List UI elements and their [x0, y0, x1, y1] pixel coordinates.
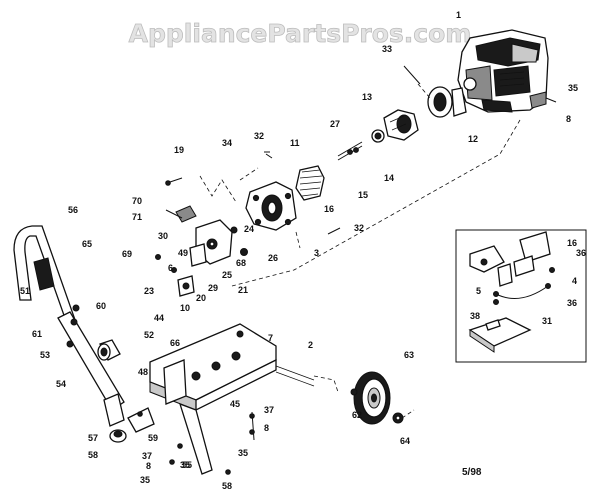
callout-26: 26	[268, 253, 278, 263]
callout-36: 36	[567, 298, 577, 308]
callout-61: 61	[32, 329, 42, 339]
unloader-valve-assembly	[155, 177, 248, 297]
callout-68: 68	[236, 258, 246, 268]
connector-lines	[165, 65, 521, 419]
callout-24: 24	[244, 224, 254, 234]
callout-30: 30	[158, 231, 168, 241]
callout-32: 32	[354, 223, 364, 233]
callout-35: 35	[180, 460, 190, 470]
callout-58: 58	[88, 450, 98, 460]
callout-44: 44	[154, 313, 164, 323]
callout-20: 20	[196, 293, 206, 303]
callout-8: 8	[566, 114, 571, 124]
callout-52: 52	[144, 330, 154, 340]
handle-frame	[13, 225, 127, 443]
callout-33: 33	[382, 44, 392, 54]
wheel-assembly	[350, 371, 404, 425]
callout-34: 34	[222, 138, 232, 148]
callout-27: 27	[330, 119, 340, 129]
callout-38: 38	[470, 311, 480, 321]
callout-29: 29	[208, 283, 218, 293]
crankcase-housing	[245, 165, 325, 231]
callout-13: 13	[362, 92, 372, 102]
callout-62: 62	[352, 410, 362, 420]
callout-58: 58	[222, 481, 232, 491]
callout-55: 55	[182, 460, 192, 470]
callout-31: 31	[542, 316, 552, 326]
callout-35: 35	[568, 83, 578, 93]
callout-45: 45	[230, 399, 240, 409]
callout-4: 4	[572, 276, 577, 286]
callout-21: 21	[238, 285, 248, 295]
callout-37: 37	[142, 451, 152, 461]
callout-70: 70	[132, 196, 142, 206]
callout-57: 57	[88, 433, 98, 443]
callout-5: 5	[476, 286, 481, 296]
callout-19: 19	[174, 145, 184, 155]
callout-14: 14	[384, 173, 394, 183]
callout-16: 16	[567, 238, 577, 248]
callout-69: 69	[122, 249, 132, 259]
callout-65: 65	[82, 239, 92, 249]
date-code: 5/98	[462, 467, 482, 478]
callout-23: 23	[144, 286, 154, 296]
callout-10: 10	[180, 303, 190, 313]
callout-11: 11	[290, 138, 300, 148]
callout-12: 12	[468, 134, 478, 144]
callout-labels: 1 2 3 4 5 6 7 8 8 8 10 11 12 13 14 15 16…	[20, 10, 586, 491]
callout-15: 15	[358, 190, 368, 200]
hardware-marks	[137, 97, 557, 475]
callout-59: 59	[148, 433, 158, 443]
callout-66: 66	[170, 338, 180, 348]
callout-35: 35	[140, 475, 150, 485]
callout-1: 1	[456, 10, 461, 20]
callout-2: 2	[308, 340, 313, 350]
callout-49: 49	[178, 248, 188, 258]
watermark-text: AppliancePartsPros.com	[129, 19, 472, 48]
callout-8: 8	[264, 423, 269, 433]
callout-32: 32	[254, 131, 264, 141]
callout-35: 35	[238, 448, 248, 458]
callout-25: 25	[222, 270, 232, 280]
pump-assembly	[337, 86, 467, 161]
callout-54: 54	[56, 379, 66, 389]
inset-detail	[455, 229, 587, 363]
callout-36: 36	[576, 248, 586, 258]
nozzle-holder	[97, 339, 121, 361]
callout-51: 51	[20, 286, 30, 296]
base-frame	[127, 323, 315, 475]
callout-53: 53	[40, 350, 50, 360]
engine-assembly	[457, 29, 549, 113]
callout-64: 64	[400, 436, 410, 446]
callout-48: 48	[138, 367, 148, 377]
callout-7: 7	[268, 333, 273, 343]
callout-56: 56	[68, 205, 78, 215]
callout-6: 6	[168, 263, 173, 273]
callout-71: 71	[132, 212, 142, 222]
callout-60: 60	[96, 301, 106, 311]
callout-37: 37	[264, 405, 274, 415]
callout-8: 8	[146, 461, 151, 471]
callout-63: 63	[404, 350, 414, 360]
callout-3: 3	[314, 248, 319, 258]
callout-16: 16	[324, 204, 334, 214]
